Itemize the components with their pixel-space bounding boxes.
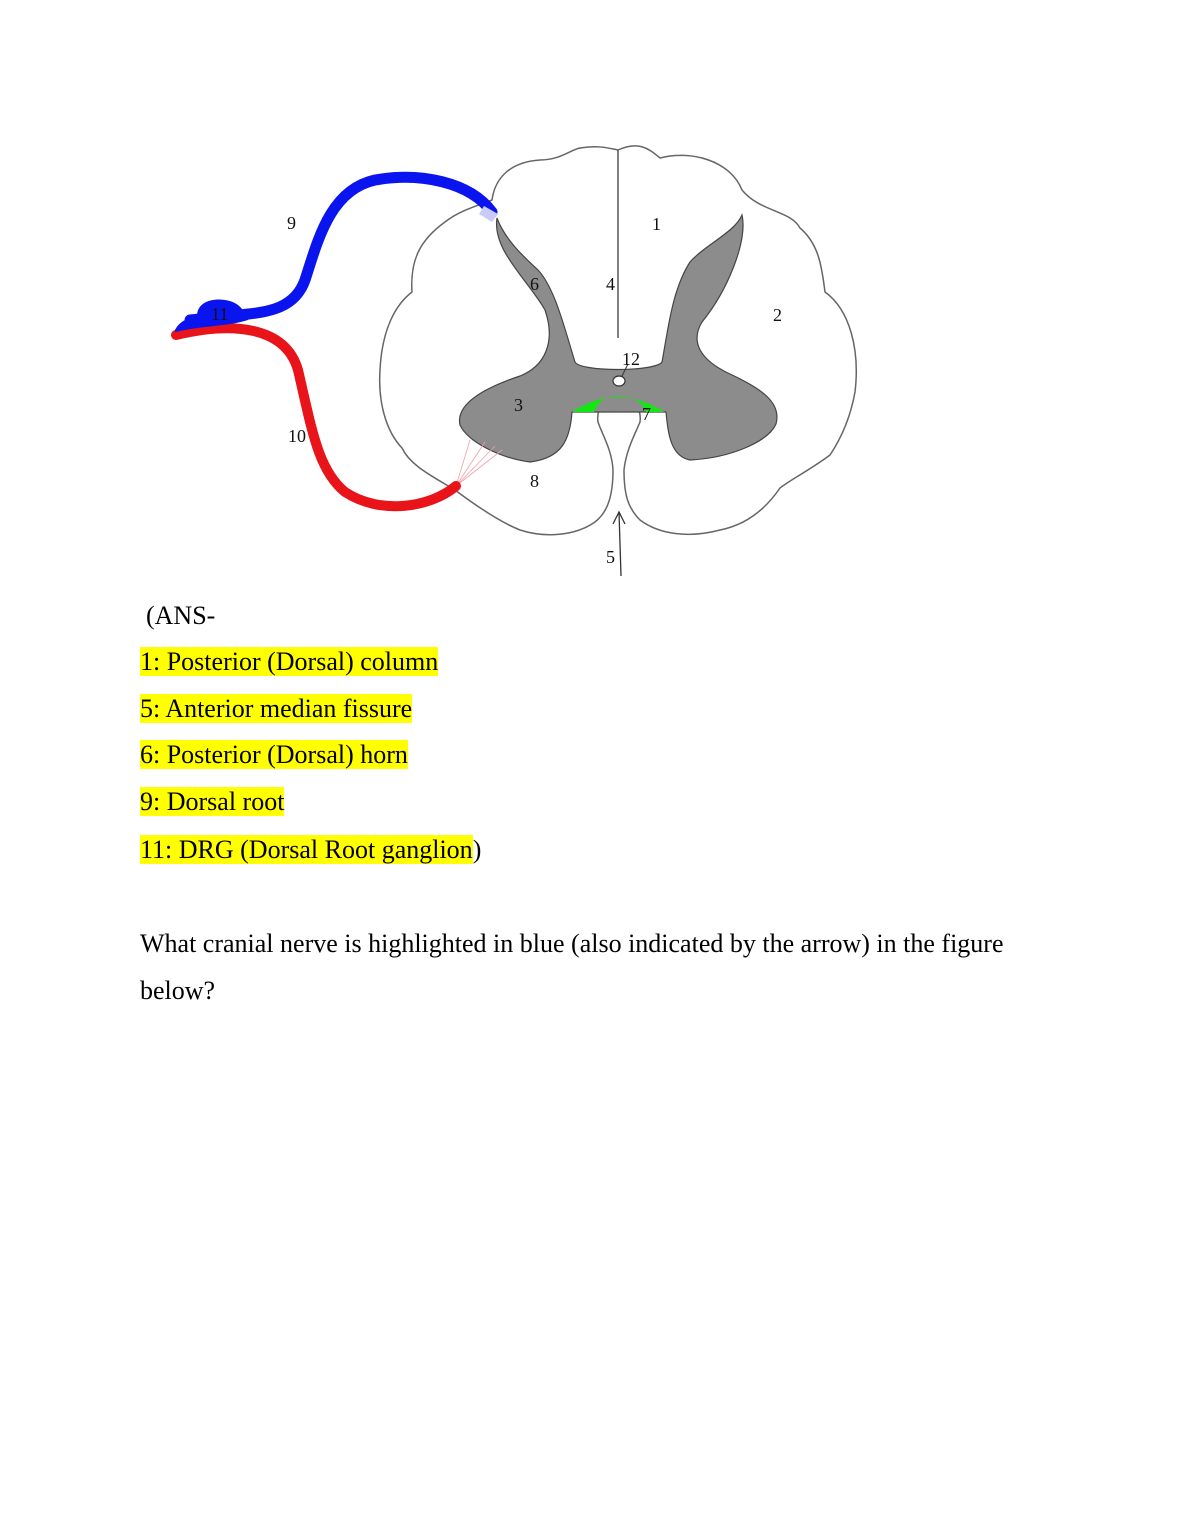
diagram-labels: 1 2 3 4 5 6 7 8 9 10 11 12 [211,213,782,567]
rootlets [455,439,503,487]
fissure-arrow [612,510,626,577]
svg-text:3: 3 [514,395,523,415]
svg-text:4: 4 [606,274,615,294]
svg-text:1: 1 [652,214,661,234]
svg-text:12: 12 [622,349,640,369]
svg-text:10: 10 [288,426,306,446]
svg-text:8: 8 [530,471,539,491]
answer-intro: (ANS- [146,601,216,630]
answer-item: 11: DRG (Dorsal Root ganglion) [140,835,482,864]
answer-item: 5: Anterior median fissure [140,694,413,723]
gray-matter [459,213,778,463]
dorsal-root-entry [479,206,498,222]
dorsal-root [184,171,498,326]
central-canal [612,375,626,387]
svg-text:9: 9 [287,213,296,233]
answer-item: 9: Dorsal root [140,787,285,816]
anterior-white-commissure [572,396,664,412]
svg-text:7: 7 [642,404,651,424]
dorsal-root-ganglion [175,299,248,332]
answer-item: 1: Posterior (Dorsal) column [140,647,439,676]
answer-closing: ) [472,835,482,864]
svg-text:5: 5 [606,547,615,567]
central-canal-pointer [621,363,629,377]
svg-text:11: 11 [211,304,228,324]
question-text: What cranial nerve is highlighted in blu… [140,929,1004,1005]
spinal-cord-diagram: 1 2 3 4 5 6 7 8 9 10 11 12 [171,145,857,577]
svg-text:6: 6 [530,274,539,294]
answer-item: 6: Posterior (Dorsal) horn [140,740,408,769]
ventral-root [171,323,461,512]
svg-text:2: 2 [773,305,782,325]
